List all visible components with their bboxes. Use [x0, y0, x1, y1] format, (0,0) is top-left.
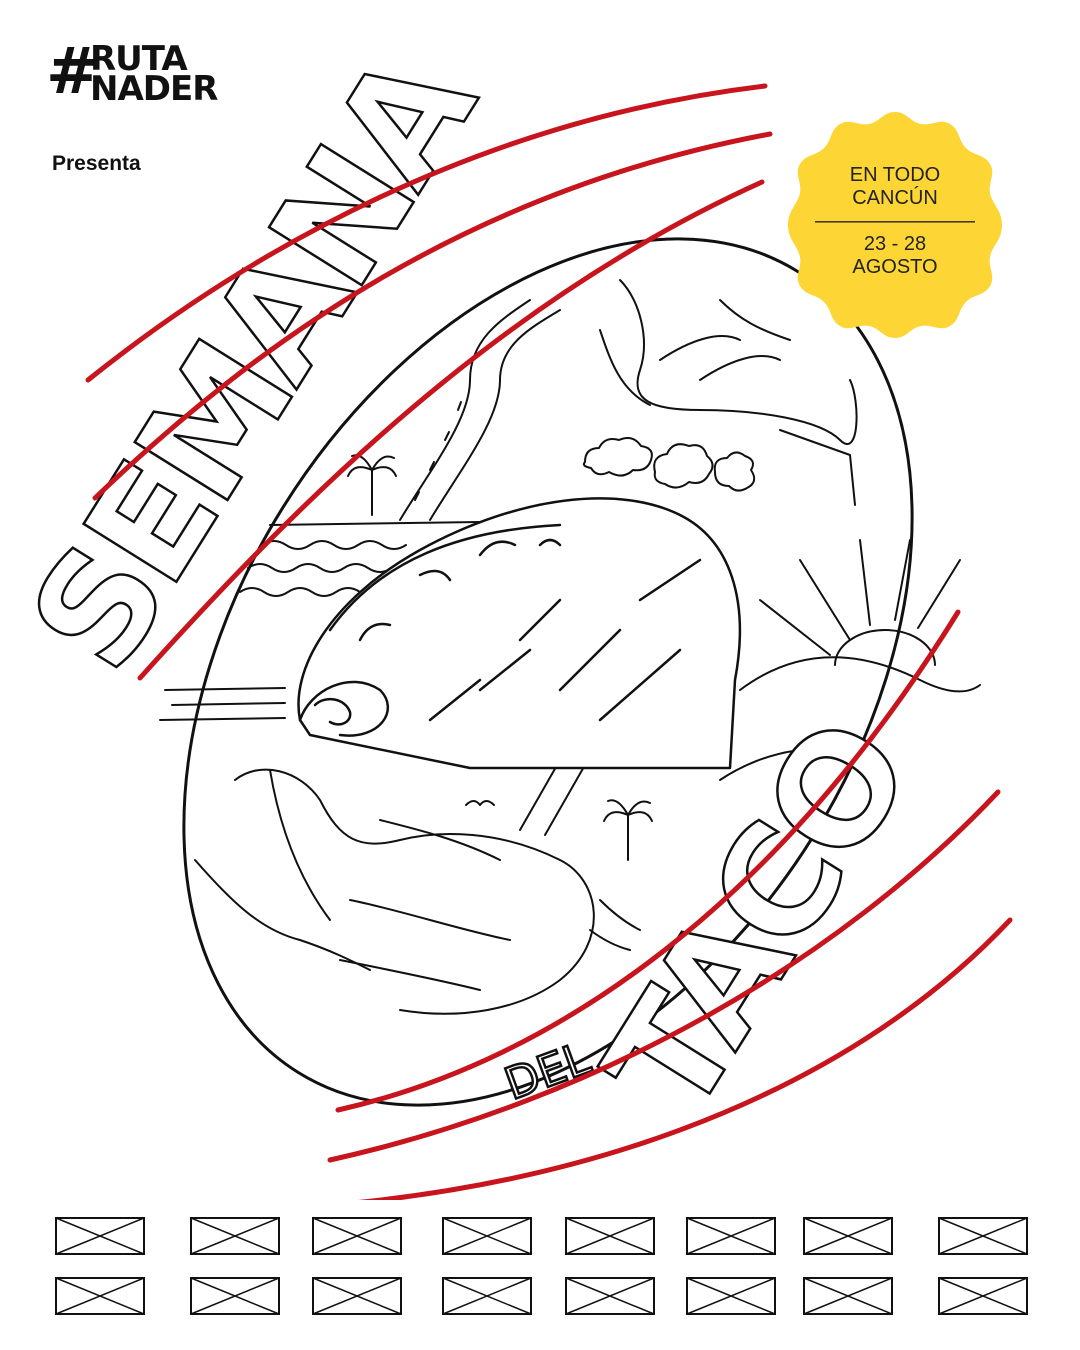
- event-badge: EN TODO CANCÚN ———————— 23 - 28 AGOSTO: [782, 112, 1008, 338]
- sponsor-placeholder: [803, 1277, 893, 1315]
- logo-line-2: NADER: [90, 69, 218, 109]
- sponsor-placeholder: [55, 1277, 145, 1315]
- red-swoosh-1: [85, 83, 768, 383]
- taco-drawing: [297, 497, 742, 770]
- sponsor-placeholder: [190, 1277, 280, 1315]
- sponsor-placeholder: [190, 1217, 280, 1255]
- red-swoosh-2: [92, 131, 773, 501]
- central-ellipse: [182, 237, 914, 1107]
- sponsor-placeholder: [312, 1277, 402, 1315]
- logo-hash: #: [46, 35, 100, 109]
- sponsor-placeholder: [55, 1217, 145, 1255]
- red-swoosh-6: [357, 917, 1013, 1200]
- sponsor-logo-grid: [0, 1205, 1080, 1325]
- badge-line-1: EN TODO: [849, 164, 941, 186]
- ruta-nader-logo: # RUTA NADER: [46, 35, 221, 109]
- sponsor-placeholder: [938, 1217, 1028, 1255]
- sponsor-placeholder: [686, 1217, 776, 1255]
- sponsor-placeholder: [565, 1277, 655, 1315]
- sponsor-placeholder: [442, 1277, 532, 1315]
- sponsor-placeholder: [686, 1277, 776, 1315]
- sponsor-placeholder: [565, 1217, 655, 1255]
- sponsor-placeholder: [938, 1277, 1028, 1315]
- presenta-text: Presenta: [52, 152, 141, 175]
- sponsor-placeholder: [803, 1217, 893, 1255]
- red-swoosh-5: [327, 789, 1001, 1163]
- logo-line-1: RUTA: [90, 39, 188, 79]
- scalloped-badge-shape: [788, 112, 1002, 338]
- sponsor-placeholder: [442, 1217, 532, 1255]
- red-swoosh-4: [335, 609, 961, 1113]
- sponsor-placeholder: [312, 1217, 402, 1255]
- badge-divider: ————————: [815, 210, 975, 232]
- red-swoosh-3: [137, 179, 765, 681]
- taco-illustration: SEMANA DEL TACO: [0, 23, 1013, 1200]
- badge-dates: 23 - 28: [863, 233, 927, 255]
- badge-month: AGOSTO: [852, 256, 938, 278]
- badge-line-2: CANCÚN: [852, 187, 938, 209]
